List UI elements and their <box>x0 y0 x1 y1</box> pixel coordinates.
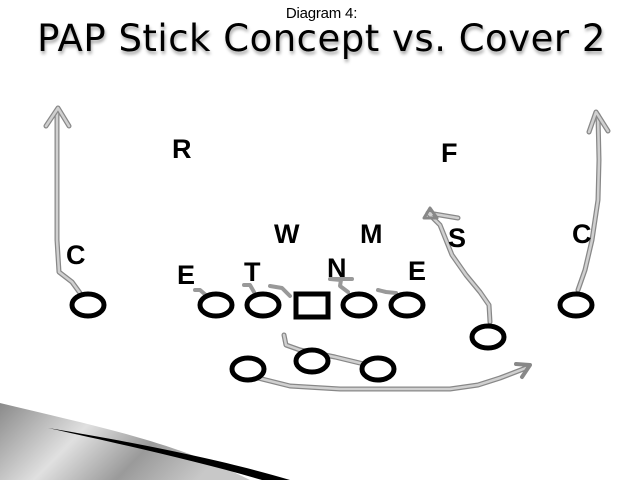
route-wr-right-go <box>575 109 611 293</box>
player-lt <box>197 291 235 319</box>
player-rg <box>340 291 378 319</box>
defender-end-right: E <box>408 256 427 286</box>
route-te-stick <box>422 206 493 325</box>
defender-nose: N <box>327 253 347 283</box>
player-center <box>293 291 331 320</box>
defender-free-safety: F <box>441 138 458 168</box>
player-rt <box>388 291 426 319</box>
defender-strong-safety: S <box>448 223 467 253</box>
route-rb-flat <box>255 362 532 392</box>
player-fb <box>293 347 331 375</box>
defender-corner-left: C <box>66 240 86 270</box>
defender-end-left: E <box>177 260 196 290</box>
route-wr-left-go <box>43 105 83 296</box>
player-wr-right <box>557 291 595 319</box>
defender-will: W <box>274 219 300 249</box>
defender-corner-right: C <box>572 219 592 249</box>
diagram-title: PAP Stick Concept vs. Cover 2 <box>37 17 606 60</box>
player-rb <box>359 355 397 383</box>
defender-tackle: T <box>244 257 261 287</box>
player-qb <box>229 355 267 383</box>
diagram-subtitle: Diagram 4: <box>285 5 358 22</box>
ol-blocks <box>193 277 398 298</box>
defender-mike: M <box>360 219 383 249</box>
route-fb-lead <box>281 332 371 368</box>
defender-rover: R <box>172 134 192 164</box>
player-te-slot <box>469 323 507 351</box>
player-lg <box>244 291 282 319</box>
player-wr-left <box>69 291 107 319</box>
